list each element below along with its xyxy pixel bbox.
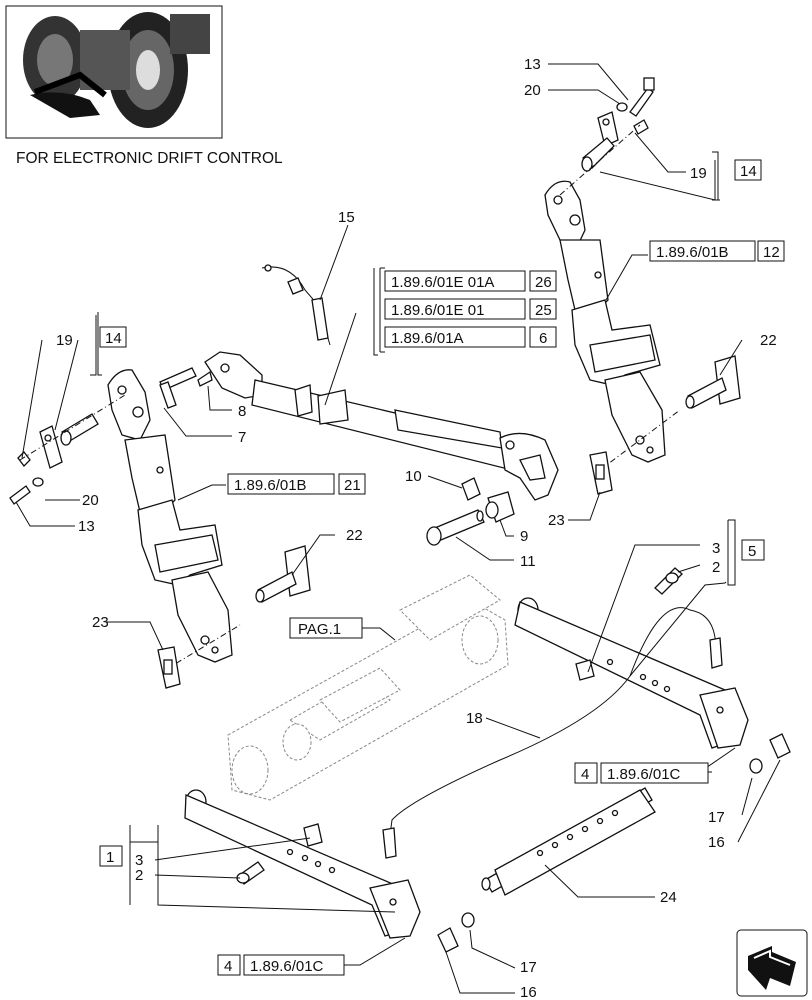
callout-24: 24 bbox=[660, 889, 677, 906]
ref-01e-01a[interactable]: 1.89.6/01E 01A bbox=[391, 274, 494, 291]
stabiliser-bar bbox=[481, 787, 656, 896]
callout-2-right: 2 bbox=[712, 559, 720, 576]
callout-15: 15 bbox=[338, 209, 355, 226]
callout-3-left: 3 bbox=[135, 852, 143, 869]
clip-10 bbox=[461, 477, 481, 501]
callout-numbers: 13 20 19 15 22 19 8 7 10 9 11 20 13 23 2… bbox=[56, 56, 777, 1000]
callout-22-right: 22 bbox=[760, 332, 777, 349]
callout-22-left: 22 bbox=[346, 527, 363, 544]
box-26: 26 bbox=[535, 274, 552, 291]
box-1: 1 bbox=[106, 849, 114, 866]
callout-16-right: 16 bbox=[708, 834, 725, 851]
callout-9: 9 bbox=[520, 528, 528, 545]
callout-13-top: 13 bbox=[524, 56, 541, 73]
callout-13-left: 13 bbox=[78, 518, 95, 535]
rear-housing bbox=[227, 574, 509, 801]
box-14-top: 14 bbox=[740, 163, 757, 180]
pin-22-right bbox=[685, 355, 741, 409]
ref-01a[interactable]: 1.89.6/01A bbox=[391, 330, 464, 347]
box-21: 21 bbox=[344, 477, 361, 494]
lower-link-right bbox=[514, 597, 749, 749]
box-25: 25 bbox=[535, 302, 552, 319]
next-page-arrow-icon[interactable] bbox=[736, 929, 808, 997]
ref-pag1[interactable]: PAG.1 bbox=[298, 621, 341, 638]
box-5: 5 bbox=[748, 543, 756, 560]
callout-7: 7 bbox=[238, 429, 246, 446]
ref-01b-right[interactable]: 1.89.6/01B bbox=[656, 244, 729, 261]
box-14-left: 14 bbox=[105, 330, 122, 347]
lift-link-right bbox=[544, 180, 666, 463]
callout-19-top: 19 bbox=[690, 165, 707, 182]
callout-20-left: 20 bbox=[82, 492, 99, 509]
callout-11: 11 bbox=[520, 553, 536, 570]
top-link bbox=[204, 351, 559, 501]
callout-16-bottom: 16 bbox=[520, 984, 537, 1000]
caption-text: FOR ELECTRONIC DRIFT CONTROL bbox=[16, 150, 283, 167]
boxed-numbers: 14 14 12 21 26 25 6 5 1 4 4 bbox=[99, 159, 785, 976]
ref-01b-left[interactable]: 1.89.6/01B bbox=[234, 477, 307, 494]
callout-18: 18 bbox=[466, 710, 483, 727]
box-6: 6 bbox=[539, 330, 547, 347]
callout-23-right: 23 bbox=[548, 512, 565, 529]
ref-01e-01[interactable]: 1.89.6/01E 01 bbox=[391, 302, 484, 319]
callout-19-left: 19 bbox=[56, 332, 73, 349]
reference-boxes: 1.89.6/01B 1.89.6/01E 01A 1.89.6/01E 01 … bbox=[227, 240, 756, 976]
callout-17-right: 17 bbox=[708, 809, 725, 826]
pin-top bbox=[581, 77, 655, 172]
callout-23-left: 23 bbox=[92, 614, 109, 631]
box-4-right: 4 bbox=[581, 766, 589, 783]
callout-20-top: 20 bbox=[524, 82, 541, 99]
callout-17-bottom: 17 bbox=[520, 959, 537, 976]
box-4-bottom: 4 bbox=[224, 958, 232, 975]
callout-10: 10 bbox=[405, 468, 422, 485]
lift-link-left bbox=[107, 369, 233, 663]
tractor-thumbnail-icon[interactable] bbox=[5, 5, 223, 139]
box-12: 12 bbox=[763, 244, 780, 261]
ref-01c-bottom[interactable]: 1.89.6/01C bbox=[250, 958, 324, 975]
lower-link-left bbox=[184, 789, 421, 939]
callout-8: 8 bbox=[238, 403, 246, 420]
ref-01c-right[interactable]: 1.89.6/01C bbox=[607, 766, 681, 783]
callout-2-left: 2 bbox=[135, 867, 143, 884]
callout-3-right: 3 bbox=[712, 540, 720, 557]
